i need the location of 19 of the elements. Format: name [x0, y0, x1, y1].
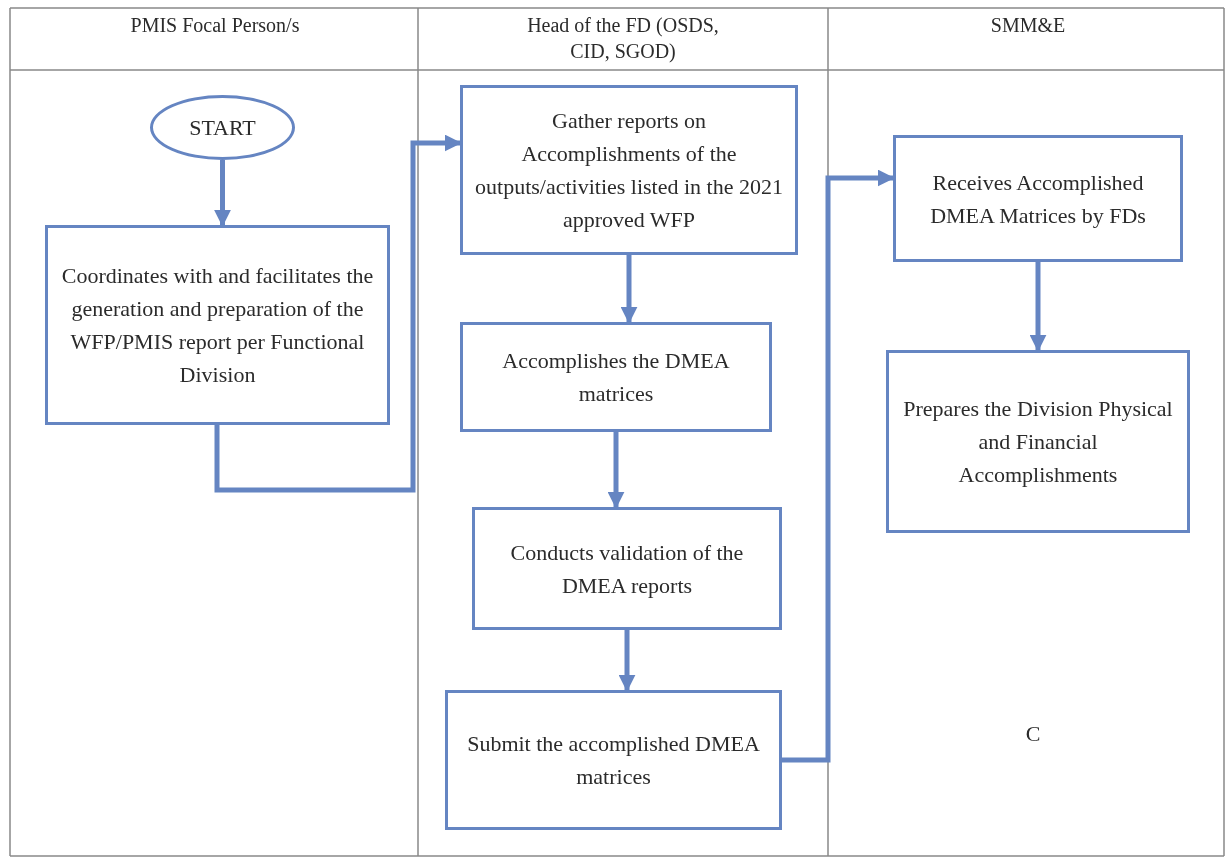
start-ellipse: START	[150, 95, 295, 160]
process-box: Gather reports on Accomplishments of the outputs/activities listed in the 2021 approved WFP	[460, 85, 798, 255]
arrow	[607, 432, 625, 509]
process-box: Submit the accomplished DMEA matrices	[445, 690, 782, 830]
arrow	[620, 255, 638, 324]
arrow	[782, 169, 895, 763]
process-box: Prepares the Division Physical and Financial Accomplishments	[886, 350, 1190, 533]
lane-header: SMM&E	[989, 13, 1067, 38]
note-text: C	[1024, 720, 1042, 748]
arrow	[618, 630, 636, 692]
process-box: Accomplishes the DMEA matrices	[460, 322, 772, 432]
lane-header: PMIS Focal Person/s	[129, 13, 301, 38]
arrow	[214, 160, 231, 227]
arrow	[214, 134, 462, 493]
arrow	[1029, 262, 1047, 352]
process-box: Receives Accomplished DMEA Matrices by FDs	[893, 135, 1183, 262]
process-box: Conducts validation of the DMEA reports	[472, 507, 782, 630]
process-box: Coordinates with and facilitates the generation and preparation of the WFP/PMIS report per Functional Division	[45, 225, 390, 425]
lane-header: Head of the FD (OSDS, CID, SGOD)	[526, 13, 720, 64]
